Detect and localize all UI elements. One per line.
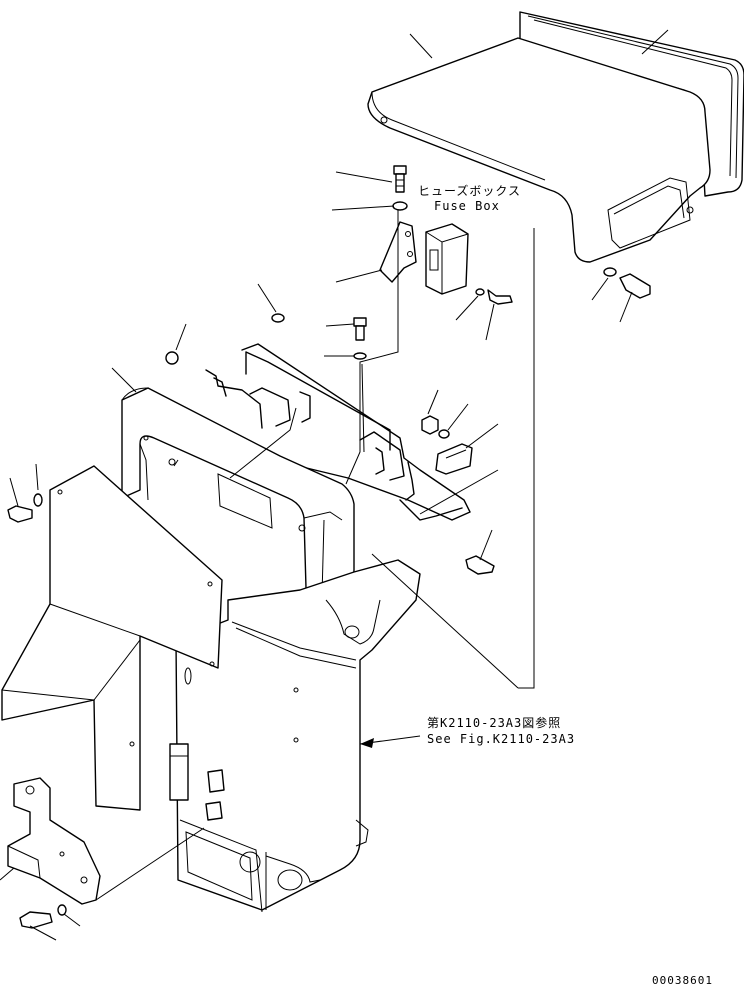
washer-bottom bbox=[57, 904, 67, 916]
bolt-top bbox=[393, 165, 407, 193]
washer-right bbox=[603, 267, 617, 277]
bolt-left bbox=[7, 505, 33, 523]
nut-right bbox=[421, 415, 439, 435]
fuse-box bbox=[425, 223, 469, 295]
fuse-box-label-en: Fuse Box bbox=[434, 199, 500, 213]
washer-right-mid bbox=[438, 429, 450, 439]
bolt-bottom bbox=[19, 911, 53, 929]
washer-fuse bbox=[475, 288, 485, 296]
bolt-right bbox=[619, 273, 651, 299]
mount-frame bbox=[205, 343, 471, 521]
bolt-fuse bbox=[487, 289, 513, 305]
top-cover bbox=[367, 11, 744, 263]
side-cover bbox=[1, 465, 223, 811]
bottom-bracket bbox=[7, 777, 101, 905]
bolt-mid bbox=[353, 317, 367, 341]
clip-top bbox=[271, 313, 285, 323]
plug-left bbox=[165, 351, 179, 365]
reference-label-en: See Fig.K2110-23A3 bbox=[427, 732, 576, 746]
leader-lines bbox=[0, 29, 669, 941]
fuse-box-label-jp: ヒューズボックス bbox=[418, 184, 522, 198]
reference-label-jp: 第K2110-23A3図参照 bbox=[427, 716, 562, 730]
washer-left bbox=[33, 493, 43, 507]
screw-right bbox=[465, 555, 495, 575]
clip-bracket bbox=[435, 443, 473, 475]
console-body bbox=[169, 559, 421, 913]
washer-top bbox=[392, 201, 408, 211]
washer-mid bbox=[353, 352, 367, 360]
drawing-number: 00038601 bbox=[652, 974, 713, 987]
